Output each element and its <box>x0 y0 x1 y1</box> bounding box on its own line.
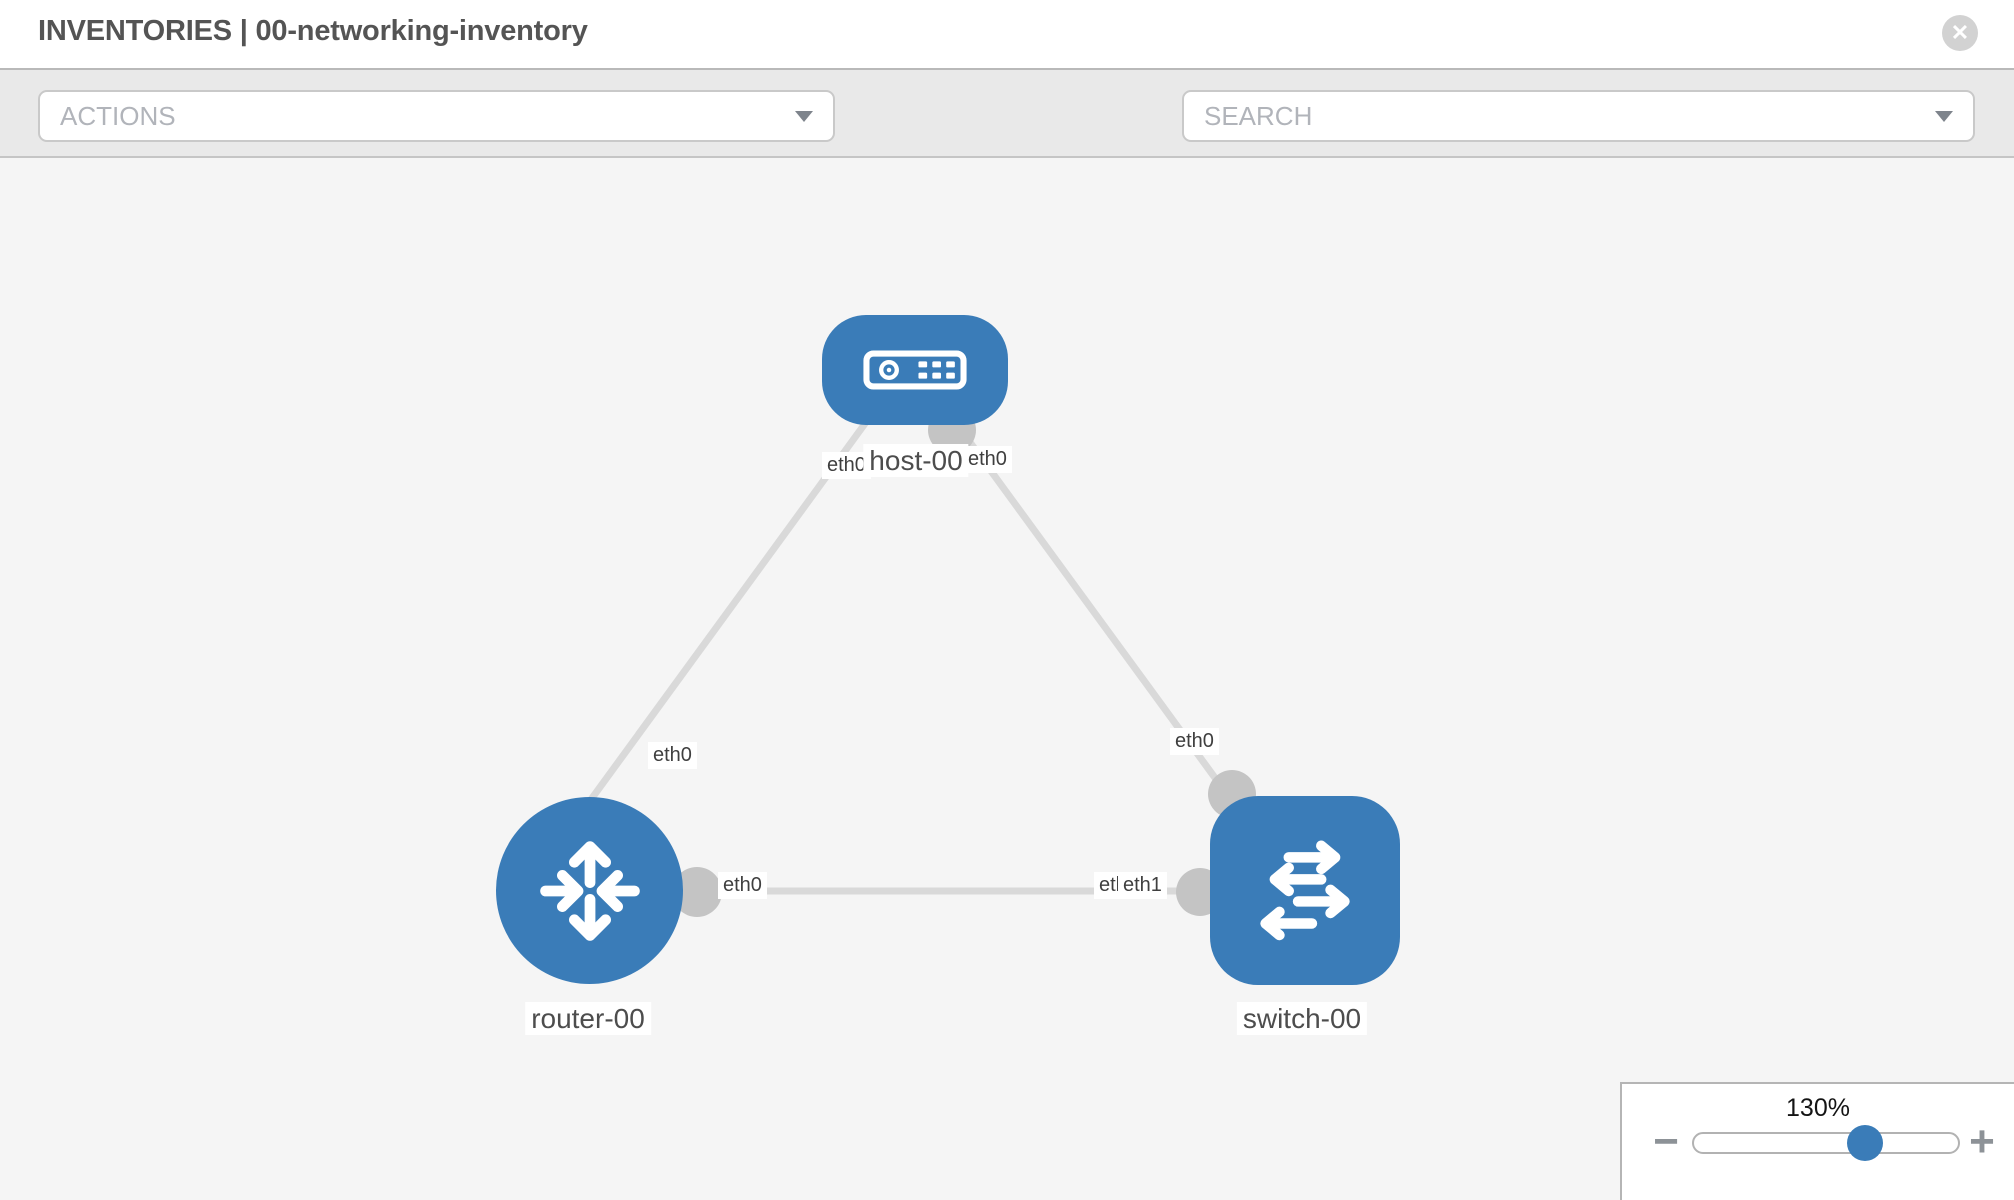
if-label-host-eth0-right: eth0 <box>963 446 1012 473</box>
if-label-router-eth0-uplink: eth0 <box>648 742 697 769</box>
search-dropdown[interactable]: SEARCH <box>1182 90 1975 142</box>
topology-canvas[interactable]: host-00 router-00 switch-00 eth0 eth0 et… <box>0 158 2014 1200</box>
search-placeholder: SEARCH <box>1204 100 1313 131</box>
if-label-router-eth0: eth0 <box>718 872 767 899</box>
zoom-in-button[interactable]: + <box>1969 1117 1995 1166</box>
node-label-host-00: host-00 <box>863 444 969 478</box>
header: INVENTORIES | 00-networking-inventory ✕ <box>0 0 2014 68</box>
if-label-host-eth0-left: eth0 <box>822 452 871 479</box>
zoom-control-panel: 130% − + <box>1620 1082 2014 1200</box>
page-title: INVENTORIES | 00-networking-inventory <box>38 15 588 47</box>
node-router-00[interactable] <box>496 797 683 984</box>
node-label-router-00: router-00 <box>525 1002 651 1036</box>
close-icon: ✕ <box>1950 20 1970 45</box>
chevron-down-icon <box>795 110 813 122</box>
port-router-right <box>672 867 722 917</box>
router-arrows-icon <box>539 840 640 941</box>
server-icon <box>863 350 967 390</box>
zoom-slider-track[interactable] <box>1692 1132 1960 1154</box>
chevron-down-icon <box>1935 110 1953 122</box>
node-switch-00[interactable] <box>1210 796 1400 985</box>
switch-arrows-icon <box>1260 840 1350 940</box>
toolbar: ACTIONS SEARCH <box>0 68 2014 205</box>
zoom-out-button[interactable]: − <box>1653 1117 1679 1166</box>
zoom-level-value: 130% <box>1786 1094 1850 1122</box>
topology-links-layer <box>549 400 1310 917</box>
zoom-slider-knob[interactable] <box>1847 1125 1883 1161</box>
actions-dropdown[interactable]: ACTIONS <box>38 90 835 142</box>
close-button[interactable]: ✕ <box>1942 15 1978 51</box>
if-label-switch-eth1: eth1 <box>1118 872 1167 899</box>
node-host-00[interactable] <box>822 315 1008 425</box>
actions-dropdown-label: ACTIONS <box>60 100 176 131</box>
node-label-switch-00: switch-00 <box>1236 1002 1368 1036</box>
if-label-switch-eth0-uplink: eth0 <box>1170 728 1219 755</box>
